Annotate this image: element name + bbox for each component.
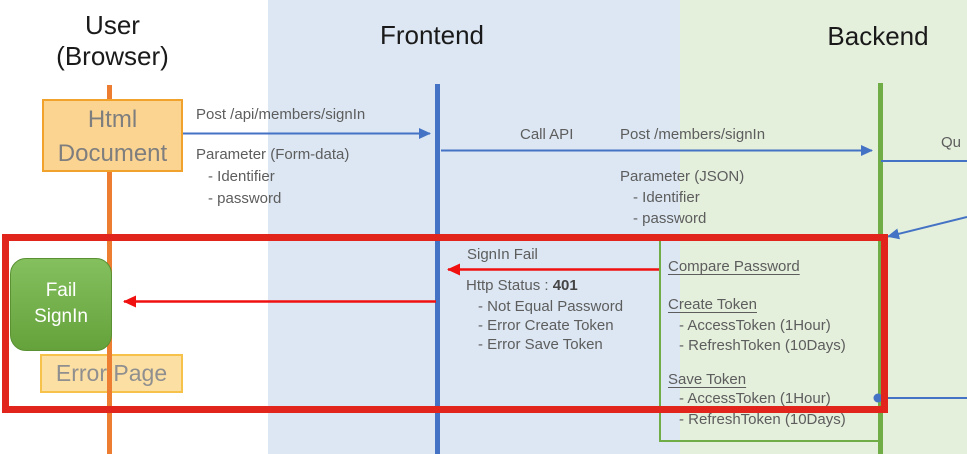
action-create-token: Create Token: [668, 296, 757, 313]
fail-reason-2: - Error Create Token: [478, 317, 614, 334]
frontend-lifeline: [435, 84, 440, 454]
msg-param-formdata: Parameter (Form-data): [196, 146, 350, 163]
msg-signin-fail: SignIn Fail: [467, 246, 538, 263]
msg-http-status: Http Status : 401: [466, 277, 578, 294]
msg-json-password: - password: [633, 210, 707, 227]
user-title-line2: (Browser): [56, 41, 169, 71]
msg-post-api-signin: Post /api/members/signIn: [196, 106, 366, 123]
action-save-token: Save Token: [668, 371, 747, 388]
fail-reason-1: - Not Equal Password: [478, 298, 624, 315]
html-document-line1: Html: [87, 106, 138, 133]
action-compare-password: Compare Password: [668, 258, 800, 275]
html-document-node: Html Document: [42, 99, 183, 172]
msg-json-identifier: - Identifier: [633, 189, 700, 206]
save-token-item-2: - RefreshToken (10Days): [679, 411, 846, 428]
save-token-item-1: - AccessToken (1Hour): [679, 390, 831, 407]
user-title-line1: User: [85, 10, 140, 40]
http-status-prefix: Http Status :: [466, 277, 553, 294]
fail-reason-3: - Error Save Token: [478, 336, 603, 353]
create-token-item-1: - AccessToken (1Hour): [679, 317, 831, 334]
create-token-item-2: - RefreshToken (10Days): [679, 337, 846, 354]
msg-post-members-signin: Post /members/signIn: [620, 126, 766, 143]
http-status-code: 401: [552, 277, 578, 294]
fail-signin-node: Fail SignIn: [10, 258, 112, 351]
html-document-line2: Document: [57, 140, 168, 167]
msg-param-identifier: - Identifier: [208, 168, 275, 185]
msg-param-json: Parameter (JSON): [620, 168, 745, 185]
backend-lifeline: [878, 83, 883, 454]
user-actor-title: User (Browser): [15, 10, 210, 72]
fail-signin-line2: SignIn: [34, 306, 88, 327]
fail-signin-line1: Fail: [45, 280, 77, 301]
msg-call-api: Call API: [520, 126, 574, 143]
msg-param-password: - password: [208, 190, 282, 207]
frontend-lane: [268, 0, 680, 454]
frontend-actor-title: Frontend: [379, 20, 485, 50]
backend-actor-title: Backend: [827, 21, 929, 51]
msg-query-label: Qu: [941, 134, 962, 151]
